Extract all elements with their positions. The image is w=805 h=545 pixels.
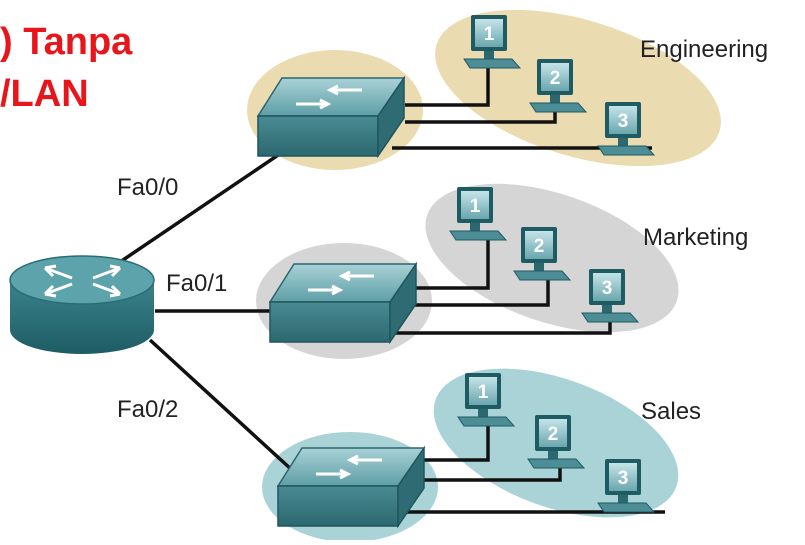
pc-icon-mkt-2: 2 xyxy=(513,226,571,281)
cable-fa0-0 xyxy=(119,145,291,264)
pc-label: 1 xyxy=(470,196,481,217)
group-label-engineering: Engineering xyxy=(640,36,769,63)
port-label-fa0-0: Fa0/0 xyxy=(117,174,179,201)
pc-label: 3 xyxy=(618,111,629,132)
switch-icon-sales xyxy=(276,446,426,528)
group-bg-engineering xyxy=(435,9,721,167)
pc-icon-sales-2: 2 xyxy=(527,414,585,469)
pc-label: 2 xyxy=(548,424,559,445)
group-label-sales: Sales xyxy=(641,398,702,425)
switch-icon-marketing xyxy=(268,262,418,344)
pc-label: 2 xyxy=(550,68,561,89)
cable-mkt-pc2 xyxy=(405,275,550,307)
pc-icon-mkt-3: 3 xyxy=(581,268,639,323)
pc-label: 3 xyxy=(618,468,629,489)
cable-eng-pc1 xyxy=(405,60,490,107)
title-line-1: ) Tanpa xyxy=(0,21,133,63)
switch-icon-engineering xyxy=(256,76,406,158)
pc-label: 1 xyxy=(484,24,495,45)
port-label-fa0-2: Fa0/2 xyxy=(117,396,179,423)
pc-label: 1 xyxy=(478,382,489,403)
cable-mkt-pc3 xyxy=(392,318,612,335)
title-line-2: /LAN xyxy=(0,73,89,115)
pc-icon-sales-3: 3 xyxy=(597,458,655,513)
pc-icon-mkt-1: 1 xyxy=(449,186,507,241)
pc-icon-sales-1: 1 xyxy=(457,372,515,427)
cable-sales-pc1 xyxy=(408,418,490,462)
cable-mkt-pc1 xyxy=(405,236,490,290)
pc-icon-eng-3: 3 xyxy=(597,101,655,156)
router-icon xyxy=(9,255,155,354)
pc-label: 2 xyxy=(534,236,545,257)
pc-icon-eng-1: 1 xyxy=(463,14,521,69)
pc-icon-eng-2: 2 xyxy=(529,58,587,113)
pc-label: 3 xyxy=(602,278,613,299)
port-label-fa0-1: Fa0/1 xyxy=(166,270,228,297)
cable-fa0-2 xyxy=(148,338,294,472)
group-label-marketing: Marketing xyxy=(643,224,749,251)
